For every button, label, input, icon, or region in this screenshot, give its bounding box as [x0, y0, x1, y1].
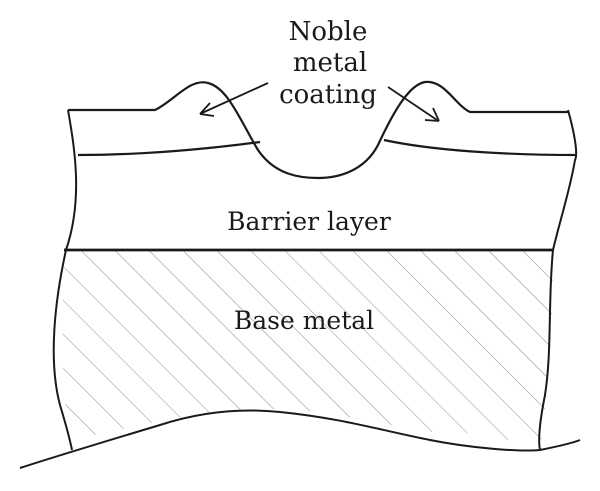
label-barrier-layer: Barrier layer: [227, 207, 391, 236]
label-noble-line1: Noble: [289, 17, 368, 47]
base-metal-region: [62, 250, 553, 450]
arrow-right: [387, 86, 440, 122]
coating-barrier-interface-right: [383, 138, 578, 157]
arrow-left: [199, 82, 269, 117]
coating-barrier-interface-left: [77, 140, 261, 157]
coating-top-surface: [68, 80, 568, 180]
left-boundary: [52, 109, 78, 451]
label-noble-line2: metal: [293, 48, 367, 78]
label-base-metal: Base metal: [234, 306, 374, 335]
base-bottom-boundary: [19, 409, 581, 469]
right-boundary: [538, 109, 578, 451]
label-noble-line3: coating: [279, 80, 377, 110]
